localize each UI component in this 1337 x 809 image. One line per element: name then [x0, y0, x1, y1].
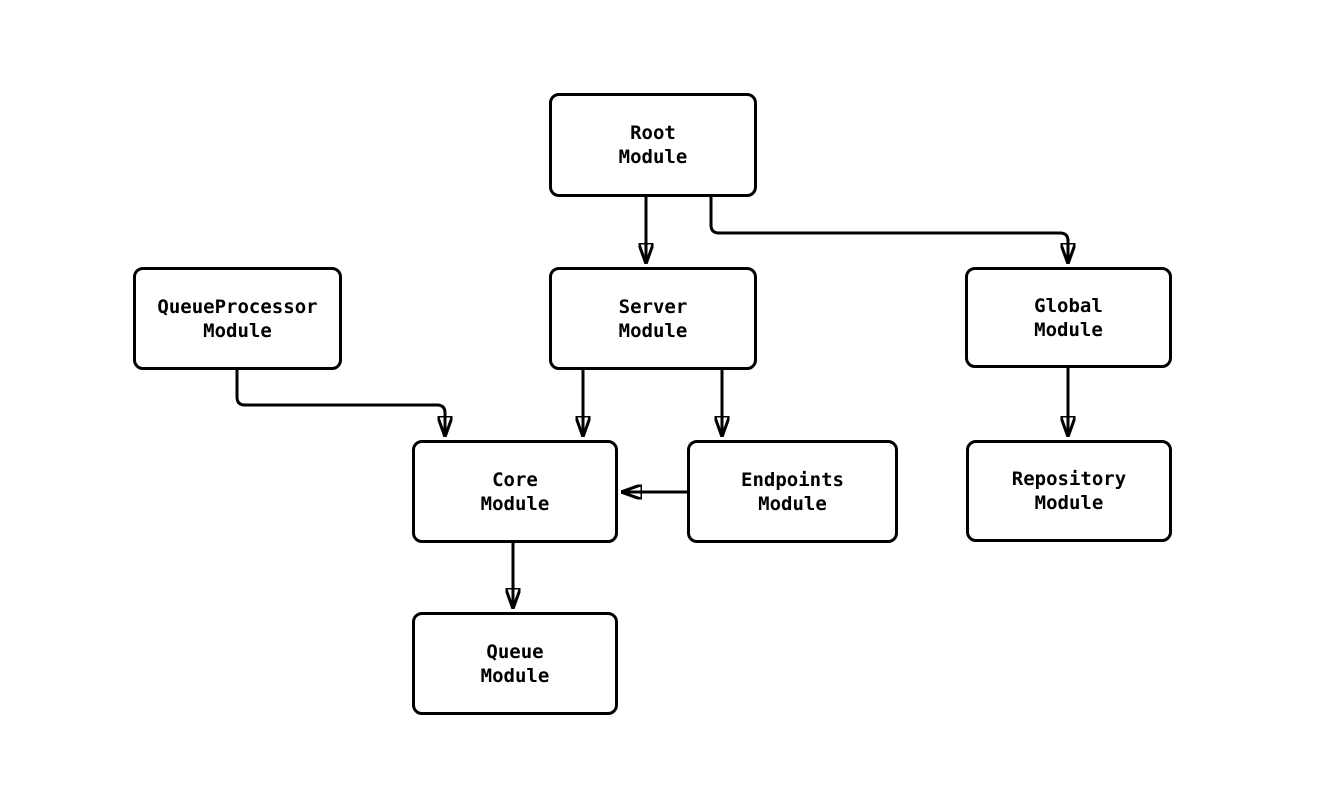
node-server-module: Server Module [549, 267, 757, 370]
node-label: QueueProcessor Module [157, 295, 318, 342]
node-queue-module: Queue Module [412, 612, 618, 715]
node-label: Global Module [1034, 294, 1103, 341]
node-endpoints-module: Endpoints Module [687, 440, 898, 543]
node-global-module: Global Module [965, 267, 1172, 368]
edge-queueprocessor-to-core [235, 370, 445, 437]
node-label: Endpoints Module [741, 468, 844, 515]
node-root-module: Root Module [549, 93, 757, 197]
edge-root-to-global [709, 197, 1068, 264]
node-label: Queue Module [480, 640, 550, 687]
node-core-module: Core Module [412, 440, 618, 543]
node-label: Root Module [618, 122, 688, 168]
node-label: Repository Module [1011, 468, 1127, 514]
node-label: Server Module [618, 295, 688, 342]
node-queueprocessor-module: QueueProcessor Module [133, 267, 342, 370]
node-label: Core Module [480, 468, 550, 515]
node-repository-module: Repository Module [966, 440, 1172, 542]
